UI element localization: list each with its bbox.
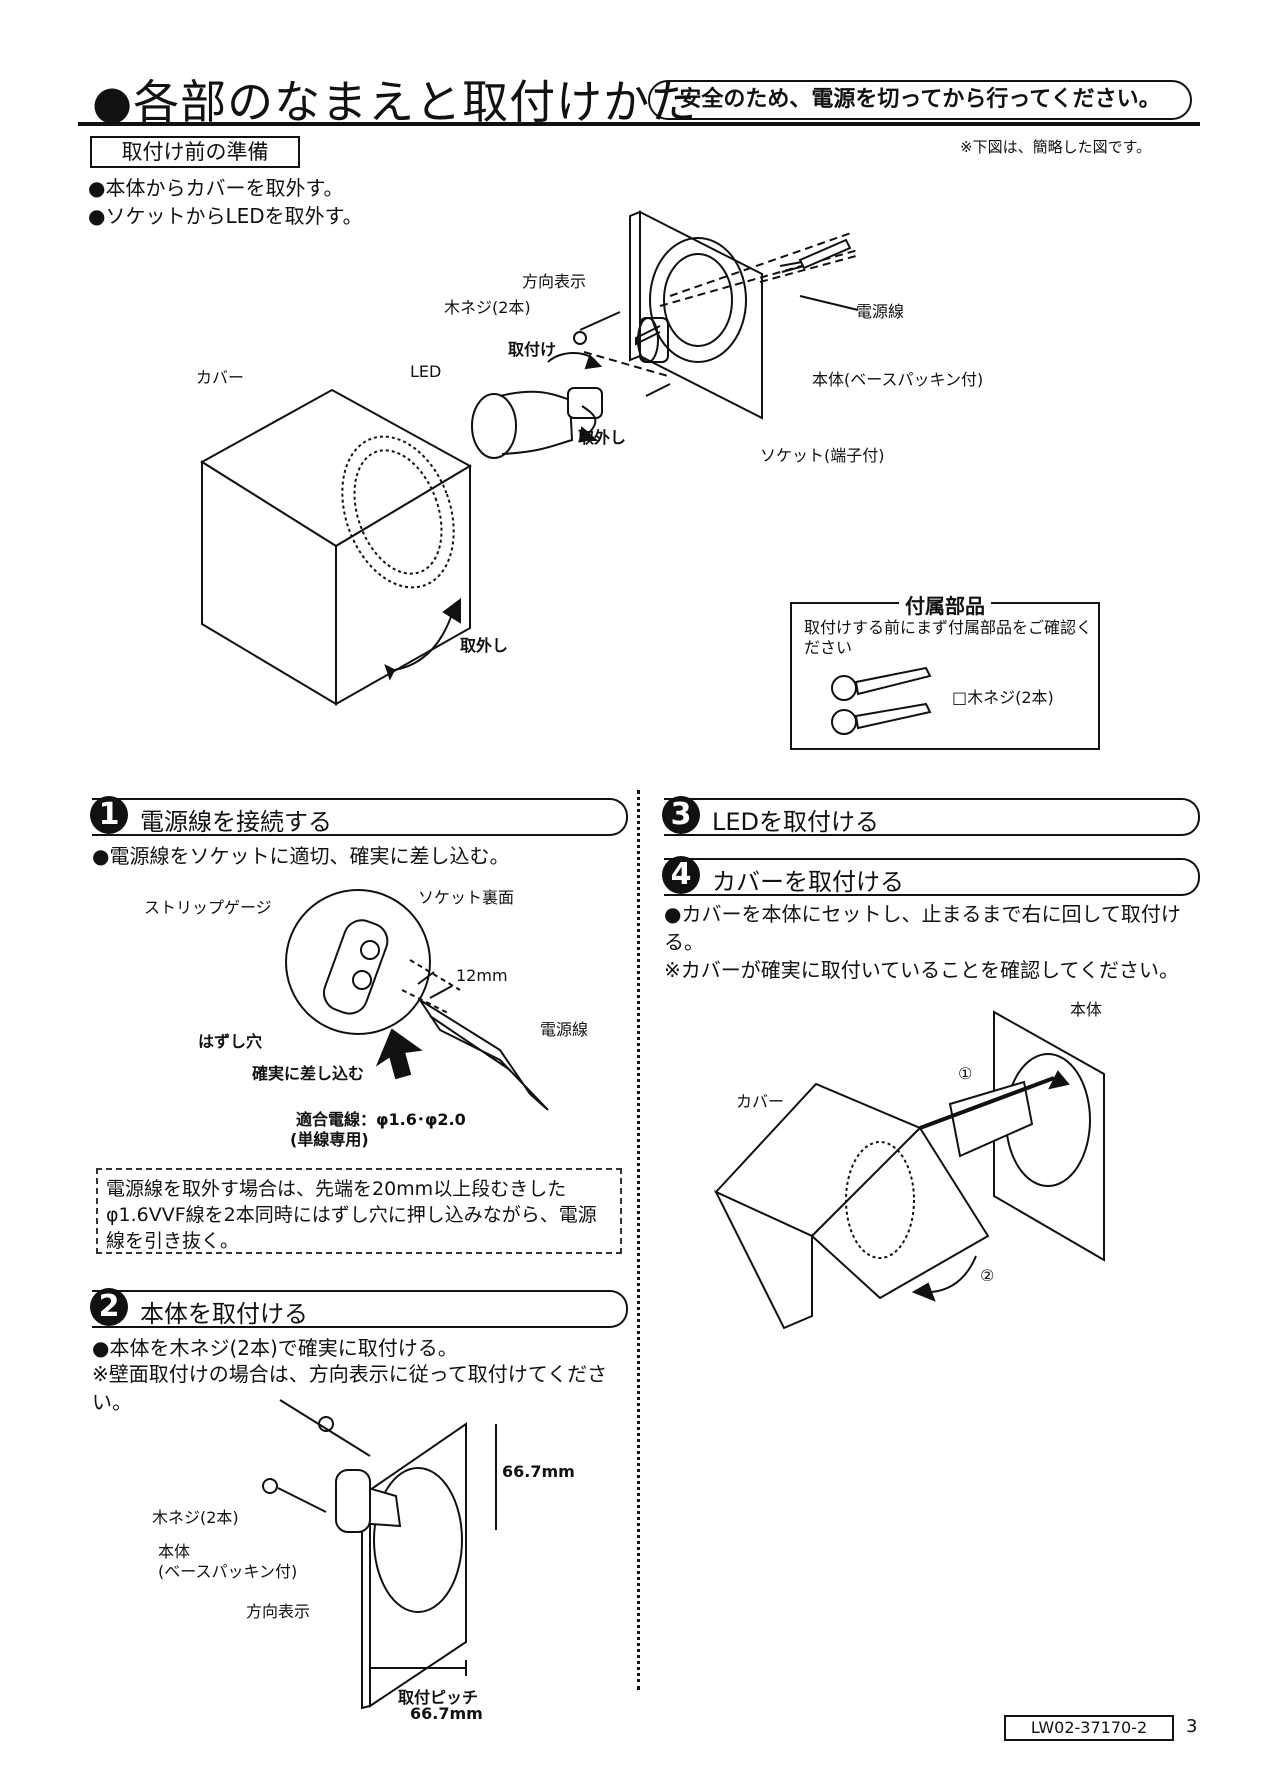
prep-bullet-2: ●ソケットからLEDを取外す。 — [88, 204, 363, 228]
simplified-note: ※下図は、簡略した図です。 — [960, 138, 1152, 156]
label-remove-led: 取外し — [578, 428, 627, 447]
step4-bullet: ●カバーを本体にセットし、止まるまで右に回して取付ける。 — [664, 902, 1181, 954]
label-12mm: 12mm — [456, 966, 508, 985]
page-title: ●各部のなまえと取付けかた — [92, 75, 698, 129]
step4-heading: 4 カバーを取付ける — [662, 856, 1200, 896]
led-drawing — [471, 352, 603, 459]
accessory-title: 付属部品 — [899, 594, 991, 618]
label-cover-top: カバー — [196, 368, 245, 387]
label-body-top: 本体(ベースパッキン付) — [812, 370, 984, 389]
step4-num: 4 — [662, 856, 700, 894]
title-rule — [78, 122, 1200, 126]
step1-title: 電源線を接続する — [140, 808, 332, 836]
label-direction-step2: 方向表示 — [246, 1602, 311, 1621]
cover-cube-drawing — [200, 388, 473, 706]
label-socket-back: ソケット裏面 — [418, 888, 515, 907]
step4-note: ※カバーが確実に取付いていることを確認してください。 — [664, 958, 1179, 982]
label-screw: 木ネジ(2本) — [444, 298, 531, 317]
label-body-step2: 本体 — [158, 1542, 191, 1561]
label-single-wire: (単線専用) — [290, 1130, 369, 1149]
step1-heading: 1 電源線を接続する — [90, 796, 628, 836]
socket-back-drawing — [285, 889, 549, 1111]
step4-title: カバーを取付ける — [712, 868, 904, 896]
label-strip-gauge: ストリップゲージ — [144, 898, 272, 917]
step3-heading: 3 LEDを取付ける — [662, 796, 1200, 836]
label-release-hole: はずし穴 — [198, 1032, 263, 1051]
step2-heading: 2 本体を取付ける — [90, 1288, 628, 1328]
label-power-top: 電源線 — [856, 302, 905, 321]
prep-heading: 取付け前の準備 — [90, 136, 300, 168]
step2-bullet-1: ●本体を木ネジ(2本)で確実に取付ける。 — [92, 1336, 458, 1360]
label-attach: 取付け — [508, 340, 557, 359]
step3-num: 3 — [662, 796, 700, 834]
body-plate-drawing — [573, 210, 859, 420]
accessory-screws-drawing — [831, 666, 932, 735]
label-base-packing: (ベースパッキン付) — [158, 1562, 298, 1581]
accessory-desc: 取付けする前にまず付属部品をご確認ください — [804, 618, 1093, 657]
label-power-step1: 電源線 — [540, 1020, 589, 1039]
step2-num: 2 — [90, 1288, 128, 1326]
label-pitch: 取付ピッチ — [398, 1688, 479, 1707]
label-wire-spec: 適合電線：φ1.6･φ2.0 — [296, 1110, 466, 1129]
label-remove-cover: 取外し — [460, 636, 509, 655]
label-led: LED — [410, 362, 442, 381]
prep-bullet-1: ●本体からカバーを取外す。 — [88, 176, 344, 200]
label-socket: ソケット(端子付) — [760, 446, 885, 465]
doc-number: LW02-37170-2 — [1004, 1715, 1174, 1741]
safety-note: 安全のため、電源を切ってから行ってください。 — [648, 80, 1192, 120]
step1-num: 1 — [90, 796, 128, 834]
label-cover-step4: カバー — [736, 1092, 785, 1111]
label-screw-step2: 木ネジ(2本) — [152, 1508, 239, 1527]
step3-title: LEDを取付ける — [712, 808, 880, 836]
accessory-item: □木ネジ(2本) — [952, 688, 1054, 707]
label-pitch-value: 66.7mm — [410, 1704, 483, 1723]
label-step-two: ② — [980, 1266, 995, 1285]
label-body-step4: 本体 — [1070, 1000, 1103, 1019]
column-divider — [637, 790, 640, 1690]
step2-title: 本体を取付ける — [140, 1300, 308, 1328]
label-insert: 確実に差し込む — [252, 1064, 365, 1083]
label-size: 66.7mm — [502, 1462, 575, 1481]
step4-drawing — [713, 1010, 1105, 1330]
remove-wire-note: 電源線を取外す場合は、先端を20mm以上段むきしたφ1.6VVF線を2本同時には… — [96, 1168, 622, 1254]
label-step-one: ① — [958, 1064, 973, 1083]
page-number: 3 — [1186, 1716, 1198, 1737]
accessory-box: 付属部品 取付けする前にまず付属部品をご確認ください □木ネジ(2本) — [790, 594, 1100, 750]
step1-bullet: ●電源線をソケットに適切、確実に差し込む。 — [92, 844, 510, 868]
label-direction: 方向表示 — [522, 272, 587, 291]
step2-bullet-2: ※壁面取付けの場合は、方向表示に従って取付けてください。 — [92, 1362, 608, 1414]
step2-body-drawing — [262, 1399, 497, 1710]
